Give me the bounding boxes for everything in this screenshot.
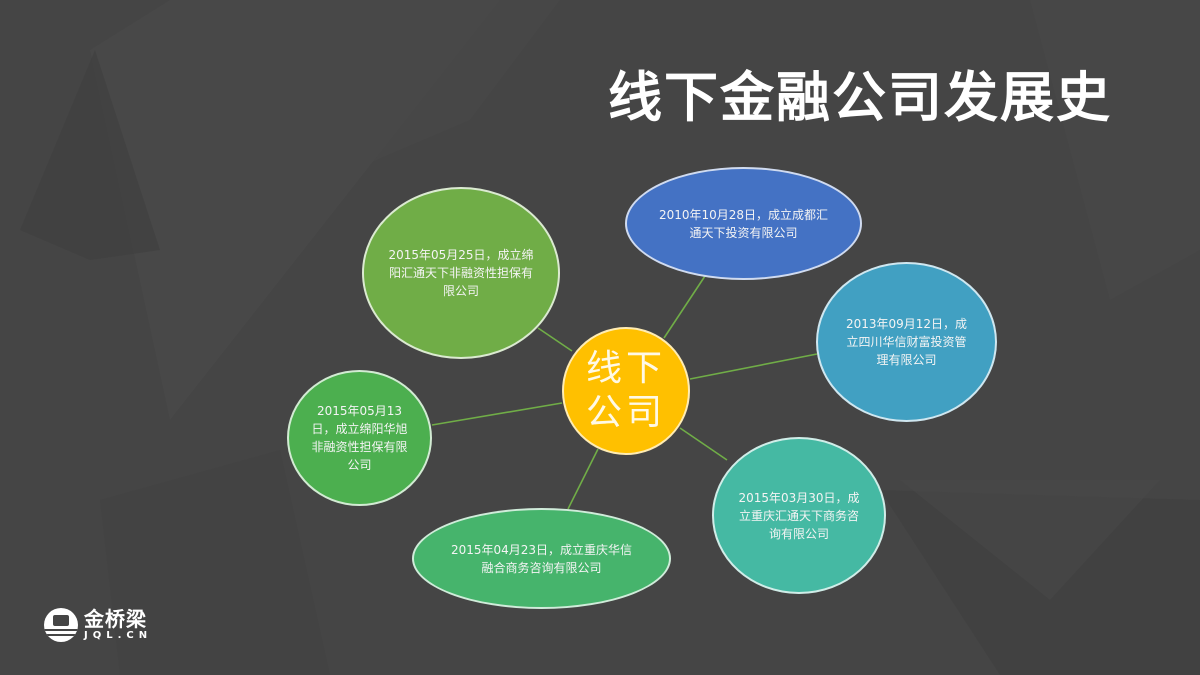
timeline-node-2015-05-13: 2015年05月13日，成立绵阳华旭非融资性担保有限公司 bbox=[287, 370, 432, 506]
center-hub: 线下 公司 bbox=[562, 327, 690, 455]
node-text: 2010年10月28日，成立成都汇通天下投资有限公司 bbox=[658, 207, 829, 240]
connector-n3 bbox=[689, 353, 818, 380]
timeline-node-2013-09-12: 2013年09月12日，成立四川华信财富投资管理有限公司 bbox=[816, 262, 997, 422]
timeline-node-2015-04-23: 2015年04月23日，成立重庆华信融合商务咨询有限公司 bbox=[412, 508, 671, 609]
node-text: 2015年05月13日，成立绵阳华旭非融资性担保有限公司 bbox=[311, 404, 408, 472]
connector-n6 bbox=[567, 448, 599, 510]
center-hub-line1: 线下 bbox=[585, 348, 666, 389]
node-text: 2015年04月23日，成立重庆华信融合商务咨询有限公司 bbox=[450, 542, 633, 575]
center-hub-line2: 公司 bbox=[585, 392, 666, 433]
timeline-node-2015-03-30: 2015年03月30日，成立重庆汇通天下商务咨询有限公司 bbox=[712, 437, 886, 594]
timeline-node-2010-10-28: 2010年10月28日，成立成都汇通天下投资有限公司 bbox=[625, 167, 862, 280]
logo-mark-icon bbox=[44, 608, 78, 642]
brand-logo: 金桥梁 JQL.CN bbox=[44, 605, 174, 645]
logo-domain: JQL.CN bbox=[84, 630, 153, 641]
node-text: 2015年03月30日，成立重庆汇通天下商务咨询有限公司 bbox=[738, 490, 860, 541]
node-text: 2015年05月25日，成立绵阳汇通天下非融资性担保有限公司 bbox=[388, 248, 534, 298]
connector-n1 bbox=[537, 327, 573, 352]
slide-title: 线下金融公司发展史 bbox=[608, 66, 1112, 129]
connector-n5 bbox=[679, 427, 728, 461]
connector-n2 bbox=[663, 275, 706, 339]
connector-n4 bbox=[431, 402, 563, 426]
logo-name: 金桥梁 bbox=[84, 607, 147, 631]
node-text: 2013年09月12日，成立四川华信财富投资管理有限公司 bbox=[845, 317, 968, 367]
timeline-node-2015-05-25: 2015年05月25日，成立绵阳汇通天下非融资性担保有限公司 bbox=[362, 187, 560, 359]
